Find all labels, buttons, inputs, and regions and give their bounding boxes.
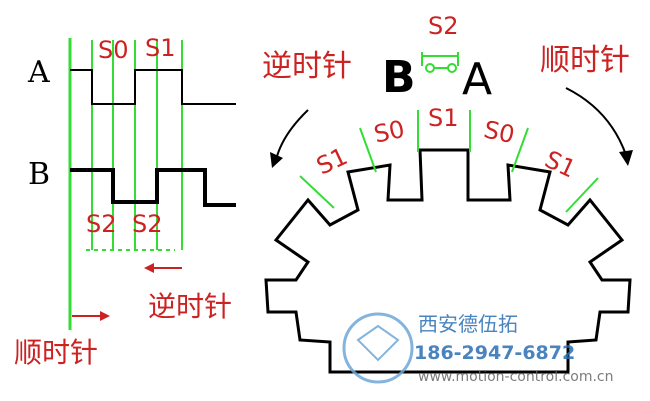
sensor-a-dot <box>447 63 457 73</box>
watermark-url: www.motion-control.com.cn <box>418 369 614 385</box>
waveform-panel: A B S0 S1 S2 S2 逆时针 顺时针 <box>14 34 236 369</box>
sector-boundary <box>565 177 599 213</box>
waveform-cw-label: 顺时针 <box>14 336 98 369</box>
sensor-a-label: A <box>462 54 492 105</box>
watermark: 西安德伍拓 186-2947-6872 www.motion-control.c… <box>342 312 614 385</box>
state-label-s0: S0 <box>98 36 129 64</box>
sector-label-s0-right: S0 <box>481 115 517 149</box>
channel-b-label: B <box>28 157 50 192</box>
watermark-company: 西安德伍拓 <box>418 312 518 336</box>
waveform-ccw-label: 逆时针 <box>148 290 232 323</box>
sector-label-s1-left: S1 <box>312 142 351 180</box>
sensor-gap-label: S2 <box>428 12 459 40</box>
sector-boundary <box>299 175 335 209</box>
encoder-panel: 逆时针 顺时针 B A S2 S1 S0 S1 S0 S1 <box>262 12 633 374</box>
watermark-phone: 186-2947-6872 <box>414 342 575 364</box>
state-label-s2: S2 <box>86 210 117 238</box>
sensor-b-dot <box>425 63 435 73</box>
cw-curved-arrow <box>565 87 627 156</box>
channel-a-label: A <box>27 55 50 90</box>
waveform-a <box>70 69 236 105</box>
waveform-b <box>70 168 236 207</box>
sector-label-s1-center: S1 <box>428 104 459 132</box>
sensor-b-label: B <box>382 52 416 103</box>
sector-boundary <box>511 127 529 173</box>
encoder-cw-label: 顺时针 <box>540 43 630 78</box>
cw-arrowhead <box>100 311 110 321</box>
watermark-logo <box>342 312 414 384</box>
encoder-ccw-label: 逆时针 <box>262 49 352 84</box>
state-label-s2: S2 <box>132 210 163 238</box>
ccw-curved-arrow <box>275 109 309 161</box>
ccw-arrowhead <box>144 263 154 273</box>
ccw-curved-arrowhead <box>270 152 283 168</box>
state-label-s1: S1 <box>145 34 176 62</box>
encoder-disk <box>264 148 632 374</box>
sector-label-s0-left: S0 <box>371 115 407 149</box>
sector-boundary <box>359 127 377 173</box>
cw-curved-arrowhead <box>619 150 633 166</box>
watermark-logo-mark <box>356 324 400 362</box>
